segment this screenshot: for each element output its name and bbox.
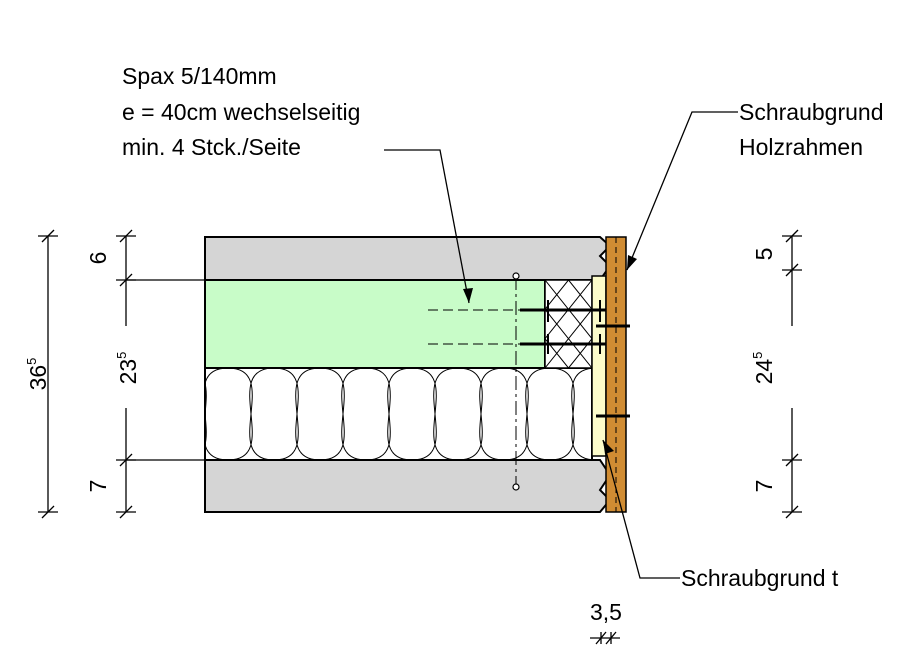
dim-right-mid: 24 xyxy=(751,359,777,385)
dim-right-top: 5 xyxy=(751,248,777,261)
dim-bottom: 3,5 xyxy=(590,599,622,625)
wool-loop xyxy=(549,368,592,460)
screw-label-line3: min. 4 Stck./Seite xyxy=(122,134,301,160)
wool-cross xyxy=(568,309,592,339)
dim-right-bottom: 7 xyxy=(751,480,777,493)
bottom-right-label: Schraubgrund t xyxy=(681,565,839,591)
wool-loop xyxy=(205,368,229,460)
top-right-label-line1: Schraubgrund xyxy=(739,99,884,125)
wool-block-small xyxy=(545,280,592,368)
screw-label-line2: e = 40cm wechselseitig xyxy=(122,99,360,125)
wool-loop xyxy=(411,368,459,460)
concrete-bottom-layer xyxy=(204,459,612,513)
dim-left-mid-sup: 5 xyxy=(114,352,129,359)
wool-loop xyxy=(227,368,275,460)
wool-loop xyxy=(457,368,505,460)
wool-loop xyxy=(503,368,551,460)
top-right-label-line2: Holzrahmen xyxy=(739,134,863,160)
wool-loop xyxy=(365,368,413,460)
dim-left-total-sup: 5 xyxy=(24,358,39,365)
screws xyxy=(520,300,630,418)
svg-text:365: 365 xyxy=(24,358,51,391)
wool-cross xyxy=(568,280,592,310)
concrete-top-layer xyxy=(204,236,612,281)
xps-insulation-layer xyxy=(204,279,546,369)
svg-text:245: 245 xyxy=(750,352,777,385)
dim-left-mid: 23 xyxy=(115,359,141,385)
wool-loop xyxy=(319,368,367,460)
dim-left-top: 6 xyxy=(85,252,111,265)
svg-text:235: 235 xyxy=(114,352,141,385)
dim-left-bottom: 7 xyxy=(85,480,111,493)
dim-left-total: 36 xyxy=(25,365,51,391)
screw-label-line1: Spax 5/140mm xyxy=(122,63,277,89)
mineral-wool-layer xyxy=(205,368,592,460)
dim-right-mid-sup: 5 xyxy=(750,352,765,359)
wool-loop xyxy=(273,368,321,460)
